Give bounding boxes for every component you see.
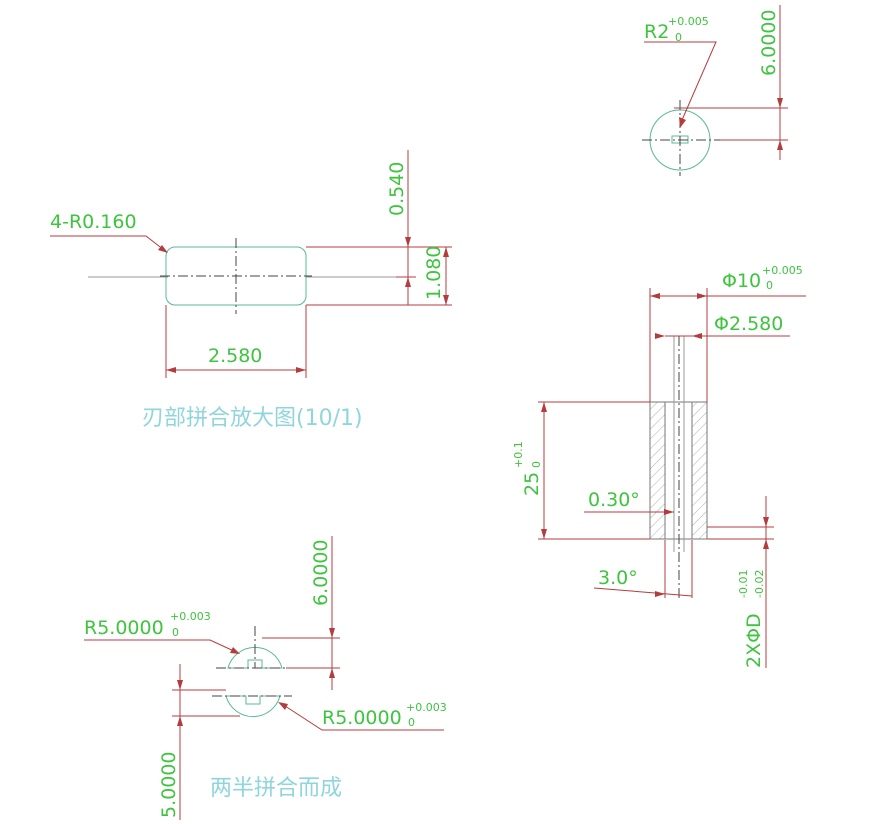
hole-tol-upper: -0.01 — [737, 570, 750, 598]
hole-label: 2XΦD — [743, 613, 765, 668]
radius-bottom-tol-lower: 0 — [408, 716, 415, 729]
radius-top-tol-upper: +0.003 — [170, 610, 211, 623]
radius-top-label: R5.0000 — [84, 617, 164, 639]
blade-detail-view: 4-R0.160 2.580 0.540 1.080 刃部拼合放大图(10/1) — [50, 150, 452, 431]
bottom-half — [225, 695, 281, 718]
radius-bottom-tol-upper: +0.003 — [406, 701, 447, 714]
section-view: Φ10 +0.005 0 Φ2.580 25 +0.1 0 0.30° 3.0°… — [512, 264, 806, 668]
angle-label: 3.0° — [598, 567, 638, 589]
width-label: 2.580 — [208, 345, 262, 367]
length-tol-lower: 0 — [530, 461, 543, 468]
height-bottom-label: 5.0000 — [158, 752, 180, 818]
caption: 两半拼合而成 — [210, 776, 342, 801]
radius-tol-lower: 0 — [675, 31, 682, 44]
fillet-label: 4-R0.160 — [50, 211, 137, 233]
outer-dia-tol-upper: +0.005 — [762, 264, 803, 277]
length-tol-upper: +0.1 — [512, 441, 525, 468]
outer-dia-label: Φ10 — [722, 270, 761, 292]
radius-leader — [644, 41, 717, 121]
top-right-view: R2 +0.005 0 6.0000 — [642, 5, 788, 176]
offset-label: 0.540 — [386, 162, 408, 216]
fillet-leader — [50, 235, 165, 251]
halves-view: R5.0000 +0.003 0 R5.0000 +0.003 0 6.0000… — [84, 536, 447, 820]
height-top-label: 6.0000 — [310, 540, 332, 606]
radius-top-leader — [84, 639, 237, 653]
radius-bottom-leader — [281, 703, 444, 731]
outer-dia-tol-lower: 0 — [766, 279, 773, 292]
height-label: 1.080 — [423, 246, 445, 300]
radius-label: R2 — [644, 21, 669, 43]
caption: 刃部拼合放大图(10/1) — [142, 406, 363, 431]
hole-tol-lower: -0.02 — [753, 570, 766, 598]
length-label: 25 — [521, 472, 543, 496]
taper-label: 0.30° — [588, 489, 640, 511]
radius-top-tol-lower: 0 — [172, 626, 179, 639]
height-label: 6.0000 — [758, 10, 780, 76]
radius-tol-upper: +0.005 — [668, 15, 709, 28]
radius-bottom-label: R5.0000 — [322, 707, 402, 729]
inner-dia-label: Φ2.580 — [714, 313, 783, 335]
